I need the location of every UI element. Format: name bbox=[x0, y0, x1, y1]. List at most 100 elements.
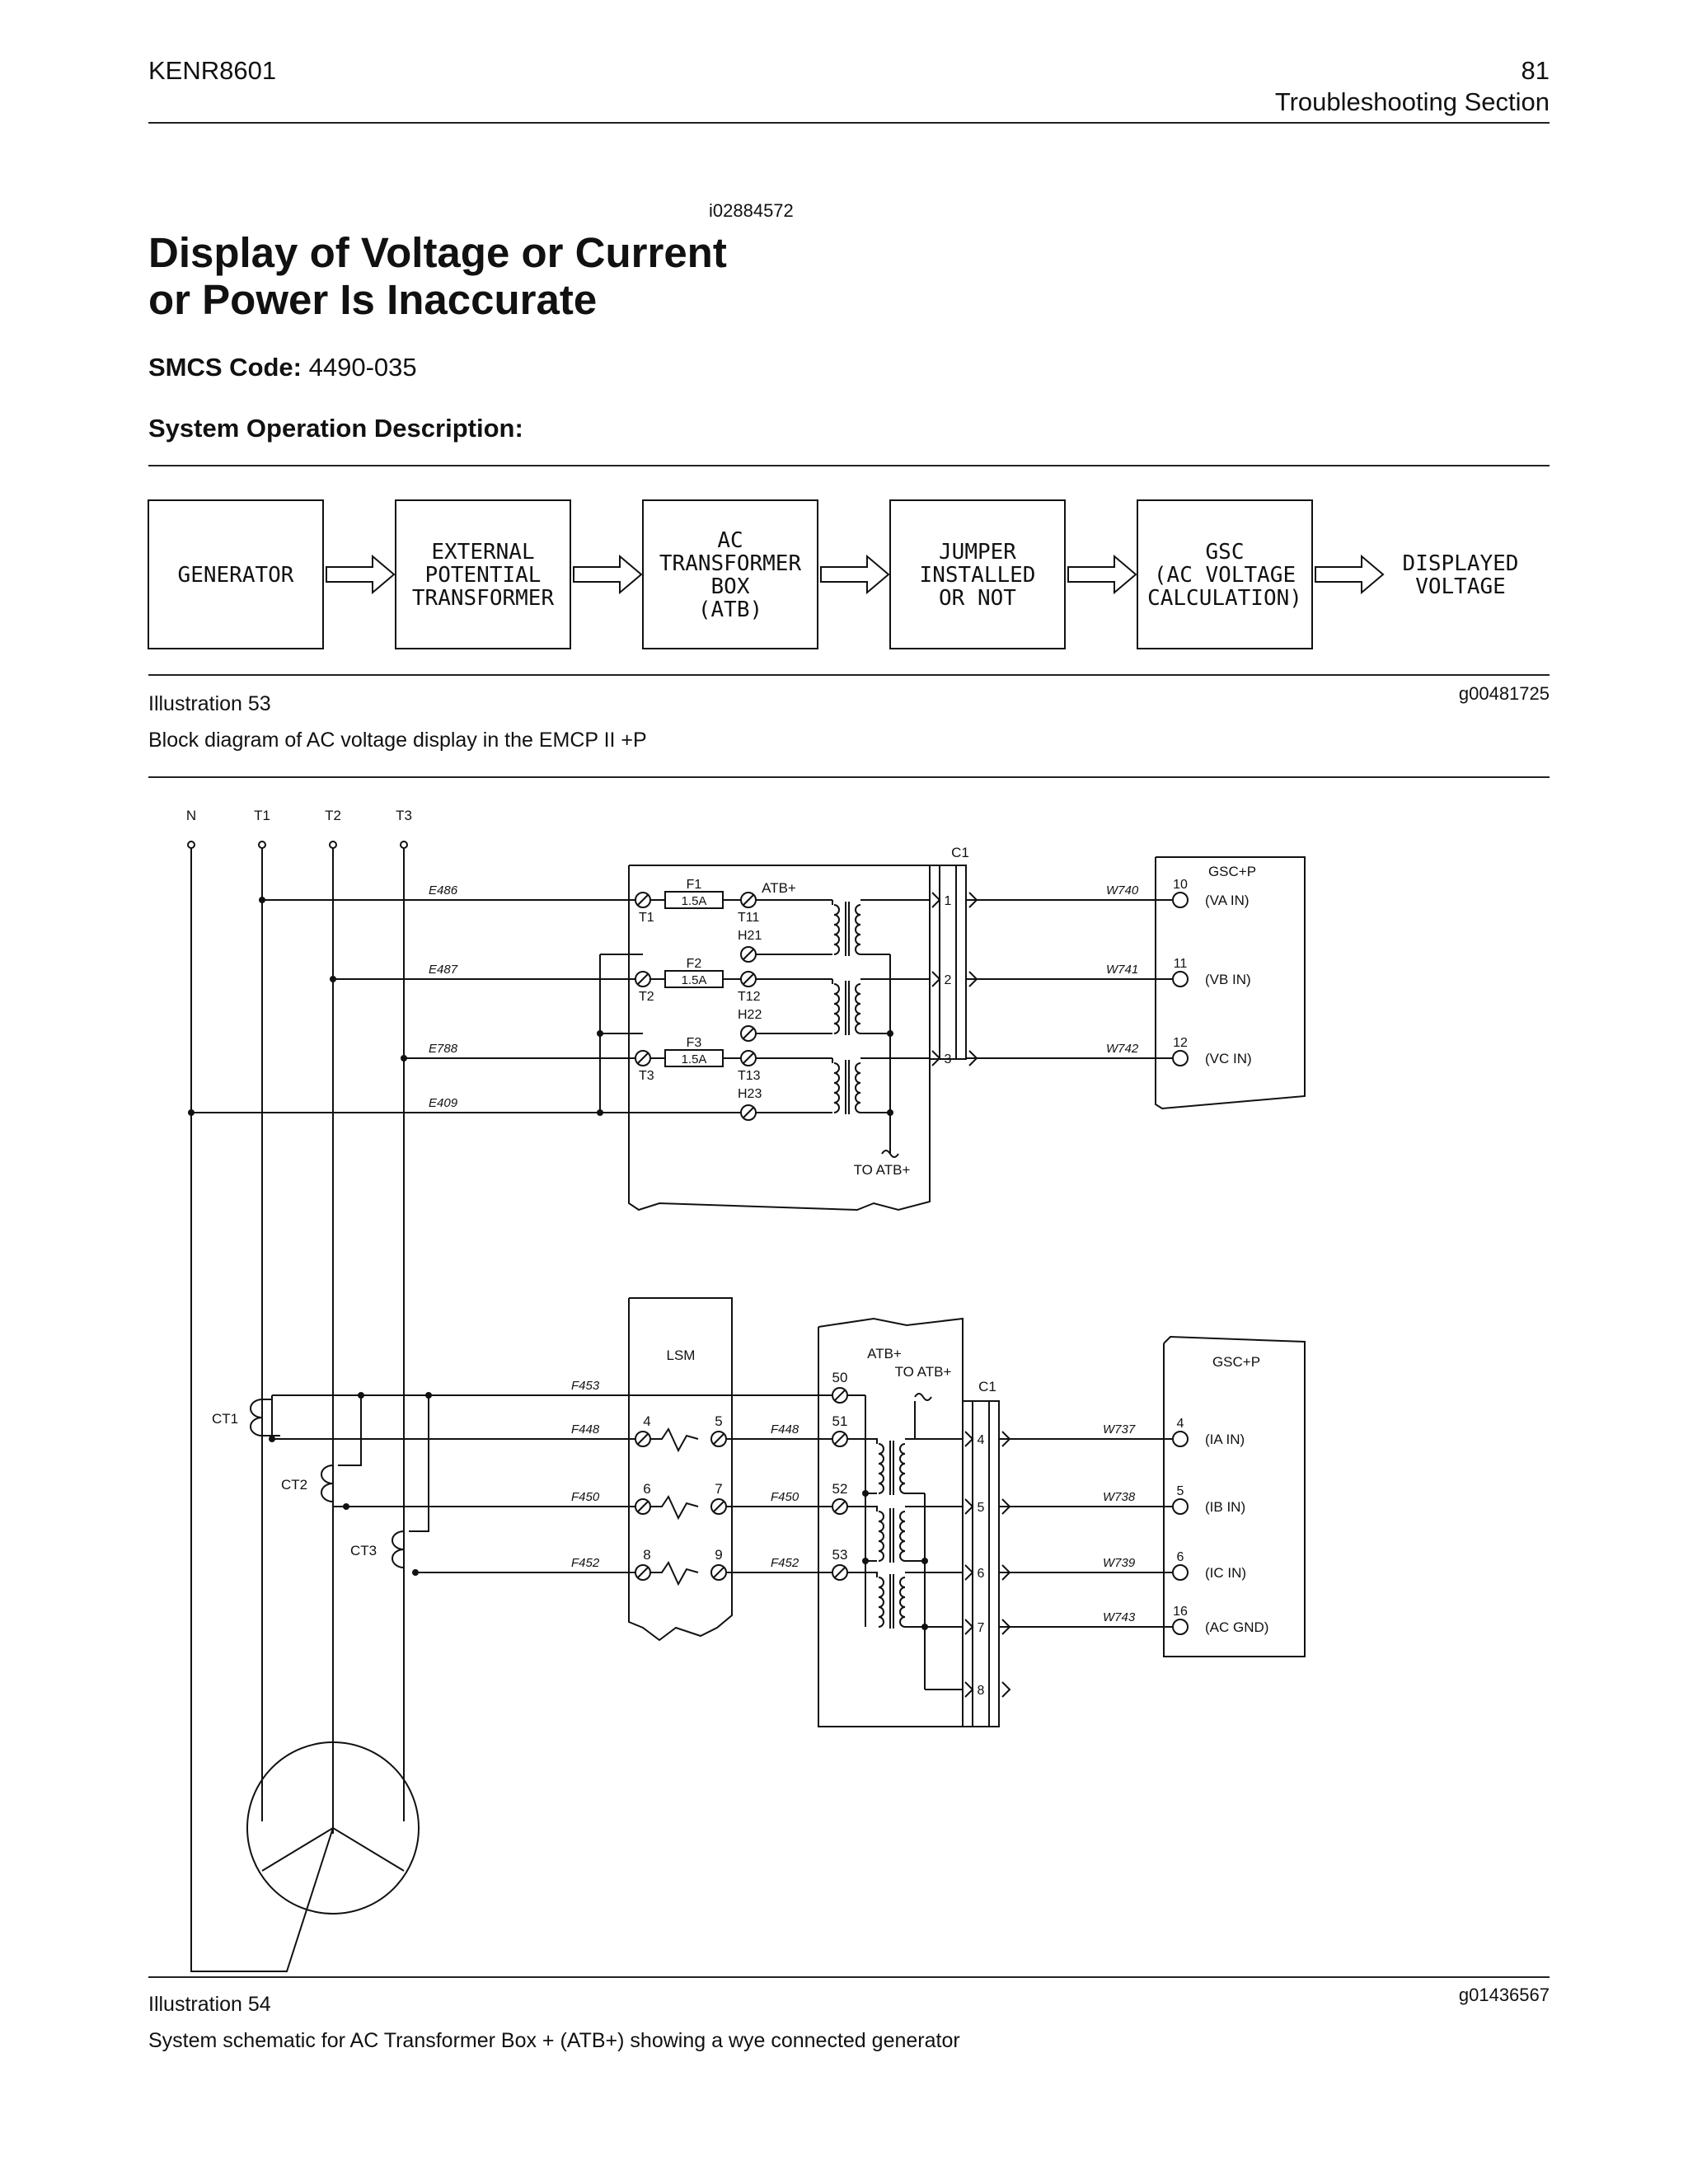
lsm-burden-resistor bbox=[650, 1427, 699, 1453]
atb-input-terminal-slash bbox=[834, 1501, 846, 1512]
block-1-text: GENERATOR bbox=[178, 563, 294, 588]
block-3-text: BOX bbox=[711, 574, 750, 599]
illustration-54-bottom-rule bbox=[148, 1976, 1550, 1978]
junction-dot bbox=[188, 1109, 195, 1116]
gsc-signal-b0: (IA IN) bbox=[1205, 1432, 1245, 1447]
fuse-terminal-in-slash bbox=[637, 973, 649, 985]
pin-label: 1 bbox=[945, 894, 952, 908]
wire-label-mid: F452 bbox=[771, 1556, 799, 1570]
junction-dot bbox=[358, 1392, 364, 1399]
displayed-voltage-label: VOLTAGE bbox=[1415, 574, 1506, 599]
illustration-54-label: Illustration 54 bbox=[148, 1993, 271, 2016]
pin-label: 4 bbox=[978, 1433, 985, 1447]
junction-dot bbox=[412, 1569, 419, 1576]
gsc-bottom-box bbox=[1163, 1335, 1306, 1657]
smcs-value: 4490-035 bbox=[302, 353, 417, 382]
atb-bottom-box bbox=[818, 1317, 964, 1727]
transformer-secondary bbox=[855, 983, 861, 1034]
atb-ct-secondary bbox=[899, 1443, 906, 1494]
fuse-terminal-in-slash bbox=[637, 1052, 649, 1064]
pin-arrow bbox=[964, 1564, 974, 1581]
gsc-bottom-label: GSC+P bbox=[1212, 1354, 1260, 1370]
tilde-symbol bbox=[914, 1393, 932, 1401]
phase-terminal bbox=[329, 841, 337, 849]
pin-arrow-out bbox=[968, 892, 978, 908]
junction-dot bbox=[862, 1558, 869, 1564]
lsm-term-label: 8 bbox=[643, 1547, 650, 1563]
connector-c1-left bbox=[929, 865, 940, 1060]
lsm-terminal bbox=[635, 1431, 651, 1447]
wire-label-w737: W737 bbox=[1103, 1422, 1136, 1436]
primary-label: T1 bbox=[639, 911, 654, 925]
gsc-terminal-5 bbox=[1172, 1498, 1189, 1515]
atb-input-terminal-slash bbox=[834, 1390, 846, 1401]
wire-label-mid: F450 bbox=[771, 1490, 799, 1504]
gsc-signal-b1: (IB IN) bbox=[1205, 1499, 1245, 1515]
junction-dot bbox=[330, 976, 336, 982]
pin-label: 8 bbox=[978, 1684, 985, 1698]
wire bbox=[847, 1506, 878, 1511]
wire-label-e487: E487 bbox=[429, 963, 458, 977]
phase-terminal bbox=[258, 841, 266, 849]
lsm-term-label: 7 bbox=[715, 1481, 722, 1497]
transformer-primary bbox=[833, 983, 840, 1034]
pin-arrow-out bbox=[968, 1050, 978, 1066]
lsm-terminal-slash bbox=[637, 1433, 649, 1445]
neutral-return bbox=[190, 1827, 334, 1972]
connector-c1-label: C1 bbox=[951, 845, 969, 860]
h-terminal-slash bbox=[743, 949, 754, 960]
header-rule bbox=[148, 122, 1550, 124]
illustration-54-caption: System schematic for AC Transformer Box … bbox=[148, 2029, 960, 2052]
pin-arrow-out bbox=[1001, 1431, 1011, 1447]
smcs-code: SMCS Code: 4490-035 bbox=[148, 353, 417, 382]
gsc-signal-2: (VC IN) bbox=[1205, 1051, 1252, 1066]
pin-label: 7 bbox=[978, 1621, 985, 1635]
block-2-text: EXTERNAL bbox=[431, 540, 534, 565]
transformer-secondary bbox=[855, 1062, 861, 1113]
illustration-53-graphic-id: g00481725 bbox=[1458, 683, 1550, 704]
connector-c1-right bbox=[955, 865, 967, 1060]
block-4-text: INSTALLED bbox=[920, 563, 1036, 588]
fuse-1 bbox=[664, 891, 724, 909]
wire-label-f453: F453 bbox=[571, 1379, 600, 1393]
gsc-terminal-number: 5 bbox=[1177, 1484, 1184, 1498]
tilde-symbol bbox=[881, 1150, 899, 1158]
pin-label: 6 bbox=[978, 1567, 985, 1581]
gsc-signal-0: (VA IN) bbox=[1205, 893, 1250, 908]
phase-label-t3: T3 bbox=[396, 808, 412, 823]
document-id: i02884572 bbox=[709, 200, 794, 221]
block-3-text: TRANSFORMER bbox=[659, 551, 802, 576]
block-4 bbox=[889, 499, 1066, 649]
smcs-label: SMCS Code: bbox=[148, 353, 302, 382]
phase-label-t2: T2 bbox=[325, 808, 341, 823]
page-number: 81 bbox=[1521, 56, 1550, 85]
ct2-return bbox=[338, 1395, 362, 1466]
lsm-terminal-slash bbox=[637, 1567, 649, 1578]
h-terminal bbox=[740, 1025, 757, 1042]
ct1-wire bbox=[262, 1399, 273, 1439]
atb-terminal bbox=[740, 892, 757, 908]
fuse-rating: 1.5A bbox=[682, 894, 707, 908]
lsm-term-label: 6 bbox=[643, 1481, 650, 1497]
atb-ct-primary bbox=[878, 1577, 884, 1628]
illustration-53-label: Illustration 53 bbox=[148, 692, 271, 715]
atb-ct-primary bbox=[878, 1443, 884, 1494]
wire bbox=[847, 1438, 878, 1444]
junction-dot bbox=[401, 1055, 407, 1062]
gsc-terminal-number: 12 bbox=[1173, 1036, 1188, 1050]
wire-label-w743: W743 bbox=[1103, 1610, 1136, 1624]
section-title: Troubleshooting Section bbox=[1274, 87, 1550, 116]
wire-label-f448: F448 bbox=[571, 1422, 600, 1436]
block-4-text: OR NOT bbox=[939, 586, 1016, 611]
generator-symbol bbox=[246, 1741, 420, 1915]
pin-arrow-out bbox=[968, 971, 978, 987]
atb-input-terminal bbox=[832, 1564, 848, 1581]
gsc-terminal-number: 10 bbox=[1173, 878, 1188, 892]
primary-label: T2 bbox=[639, 990, 654, 1004]
atb-term-label: 53 bbox=[832, 1547, 848, 1563]
block-3-text: AC bbox=[717, 528, 743, 553]
junction-dot bbox=[887, 1109, 893, 1116]
connector-c1b-label: C1 bbox=[978, 1379, 996, 1394]
illustration-54-top-rule bbox=[148, 776, 1550, 778]
